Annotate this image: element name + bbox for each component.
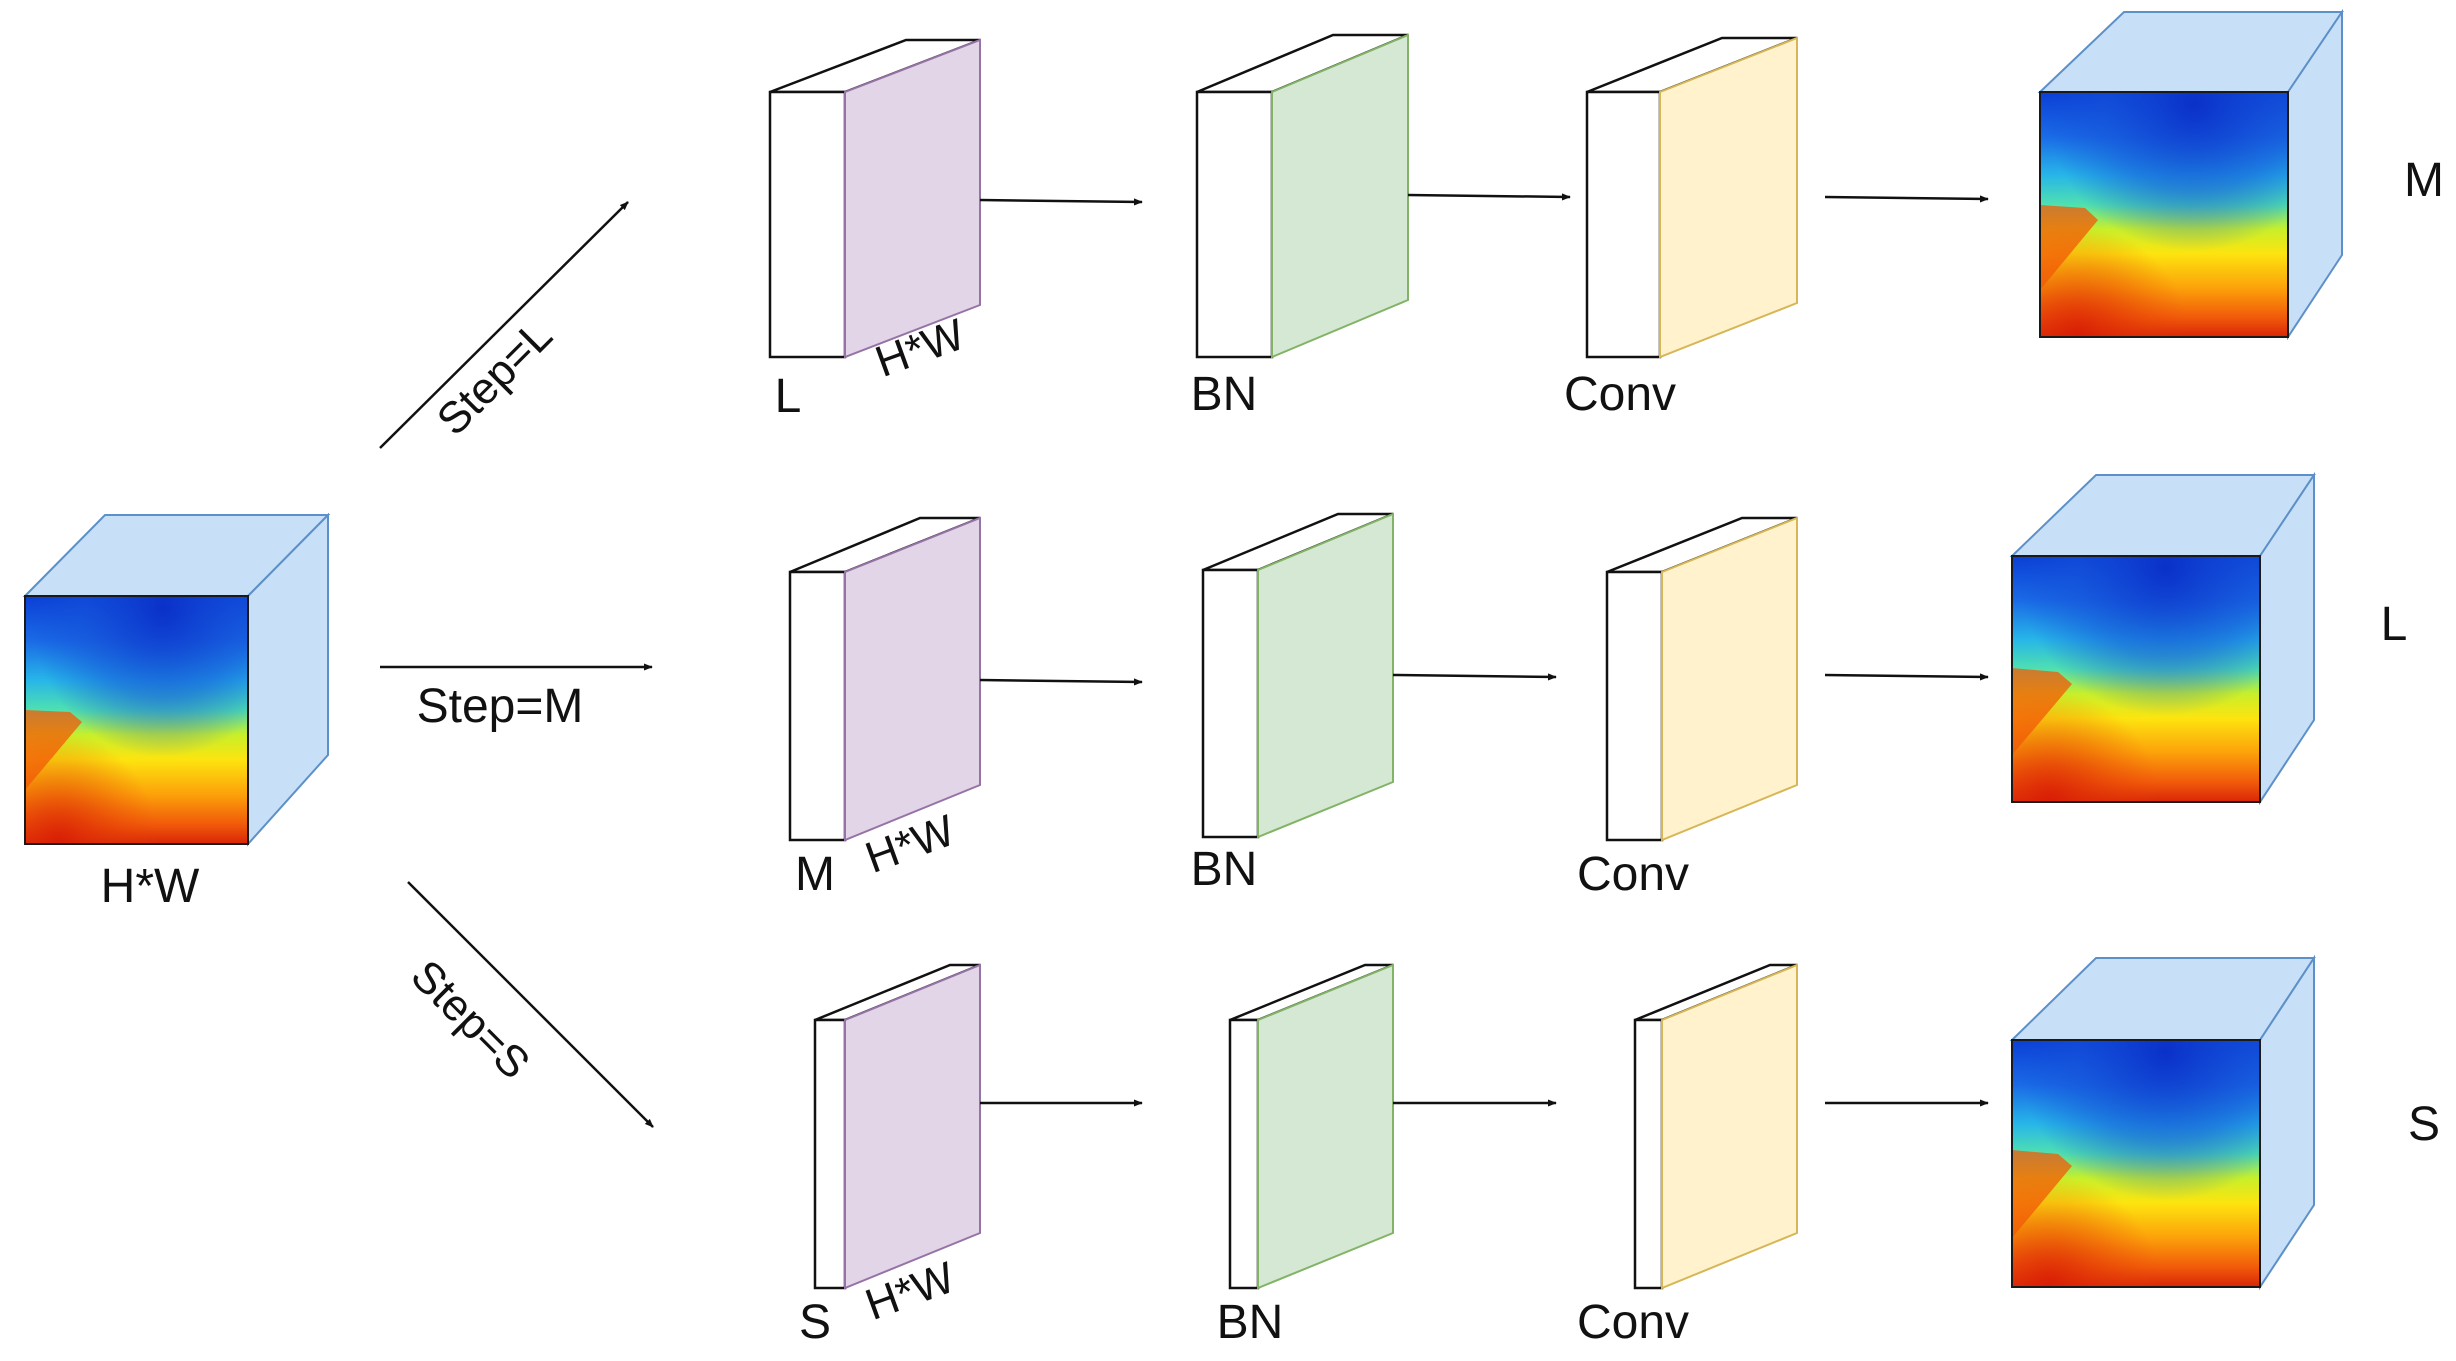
arrow-to-conv	[1392, 673, 1557, 681]
conv-label: Conv	[1577, 1296, 1689, 1349]
step-label-bottom: Step=S	[401, 951, 539, 1089]
step-label-middle: Step=M	[417, 680, 584, 733]
conv-label: Conv	[1577, 848, 1689, 901]
arrow-to-output	[1824, 195, 1989, 203]
bn-block	[1201, 512, 1394, 839]
bn-block	[1228, 963, 1394, 1290]
branch-arrow-bottom	[407, 881, 654, 1128]
depth-block	[788, 516, 981, 842]
output-label: S	[2408, 1098, 2440, 1151]
depth-block	[813, 963, 981, 1290]
bn-label: BN	[1217, 1296, 1284, 1349]
branch-arrow-top	[379, 201, 629, 449]
output-label: M	[2404, 154, 2444, 207]
branch-middle: M H*W BN Conv L	[788, 471, 2408, 901]
input-label: H*W	[101, 860, 200, 913]
output-cube	[2037, 8, 2344, 341]
bn-block	[1195, 33, 1409, 359]
arrow-to-bn	[979, 198, 1143, 206]
conv-label: Conv	[1564, 368, 1676, 421]
arrow-to-output	[1824, 673, 1989, 681]
depth-block	[768, 38, 981, 359]
depth-label: L	[775, 370, 802, 423]
branch-bottom: S H*W BN Conv S	[799, 954, 2440, 1349]
bn-label: BN	[1191, 843, 1258, 896]
arrow-to-bn	[979, 678, 1143, 686]
input-cube	[22, 512, 331, 847]
arrow-to-conv	[1407, 193, 1571, 201]
bn-label: BN	[1191, 368, 1258, 421]
output-label: L	[2381, 598, 2408, 651]
conv-block	[1633, 963, 1798, 1290]
branch-top: L H*W BN Conv M	[768, 8, 2444, 423]
conv-block	[1585, 36, 1798, 359]
step-label-top: Step=L	[428, 311, 562, 445]
depth-label: M	[795, 848, 835, 901]
output-cube	[2009, 471, 2316, 806]
output-cube	[2009, 954, 2316, 1291]
depth-label: S	[799, 1296, 831, 1349]
conv-block	[1605, 516, 1798, 842]
